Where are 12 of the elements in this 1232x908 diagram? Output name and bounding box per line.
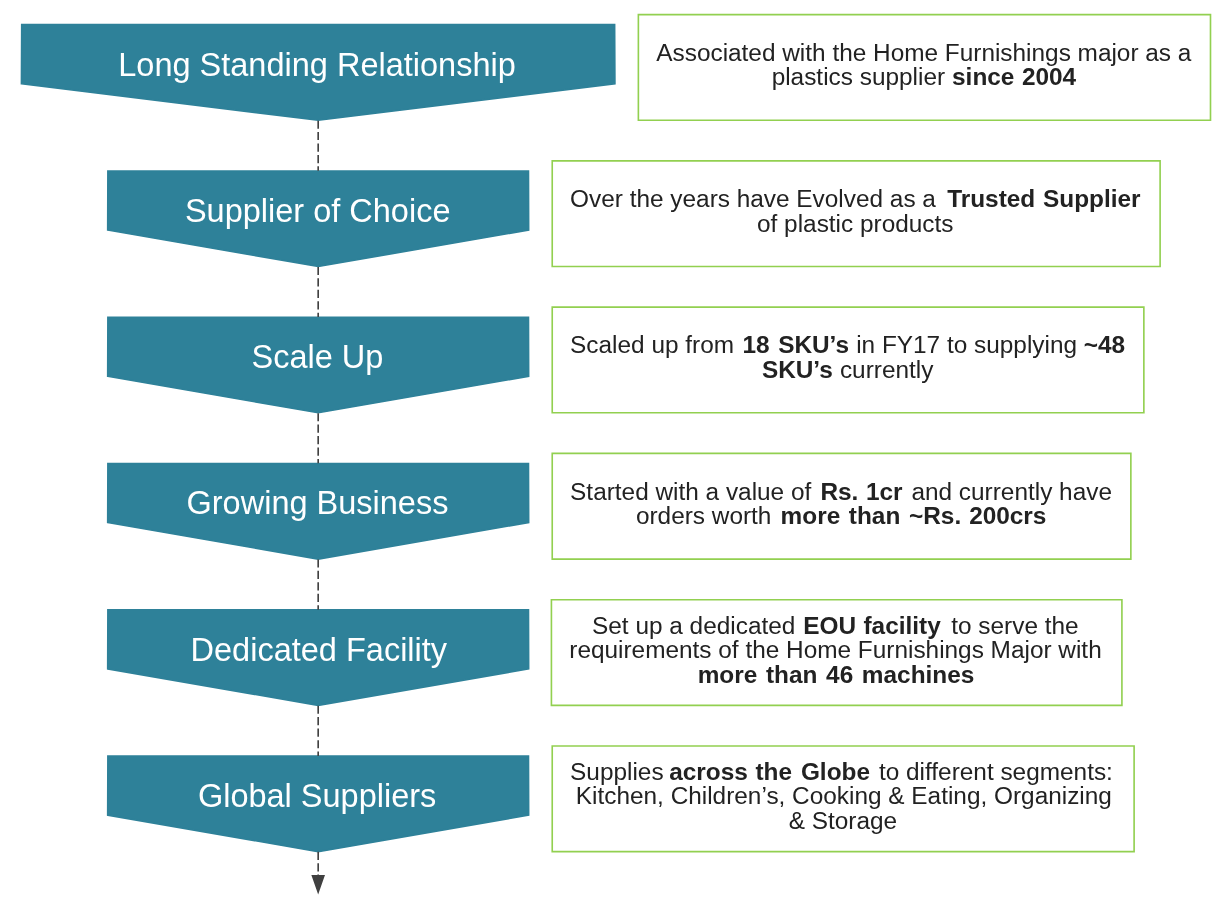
node-box: Scaled up from 18 SKU’s in FY17 to supplying ~48 SKU’s currently (551, 306, 1145, 414)
connector (317, 119, 319, 172)
node-box: Over the years have Evolved as a Trusted Supplier of plastic products (551, 160, 1161, 268)
connector (317, 558, 319, 611)
node-box: Set up a dedicated EOU facility to serve the requirements of the Home Furnishings Major with more than 46 machines (550, 598, 1123, 707)
node-box: Associated with the Home Furnishings major as a plastics supplier since 2004 (637, 13, 1212, 122)
node-box: Started with a value of Rs. 1cr and currently have orders worth more than ~Rs. 200crs (551, 452, 1132, 560)
arrow (311, 850, 325, 895)
connector (317, 412, 319, 465)
connector (317, 266, 319, 318)
connector (317, 704, 319, 757)
node-box: Supplies across the Globe to different segments: Kitchen, Children’s, Cooking & Eating, Organizing & Storage (551, 745, 1135, 853)
